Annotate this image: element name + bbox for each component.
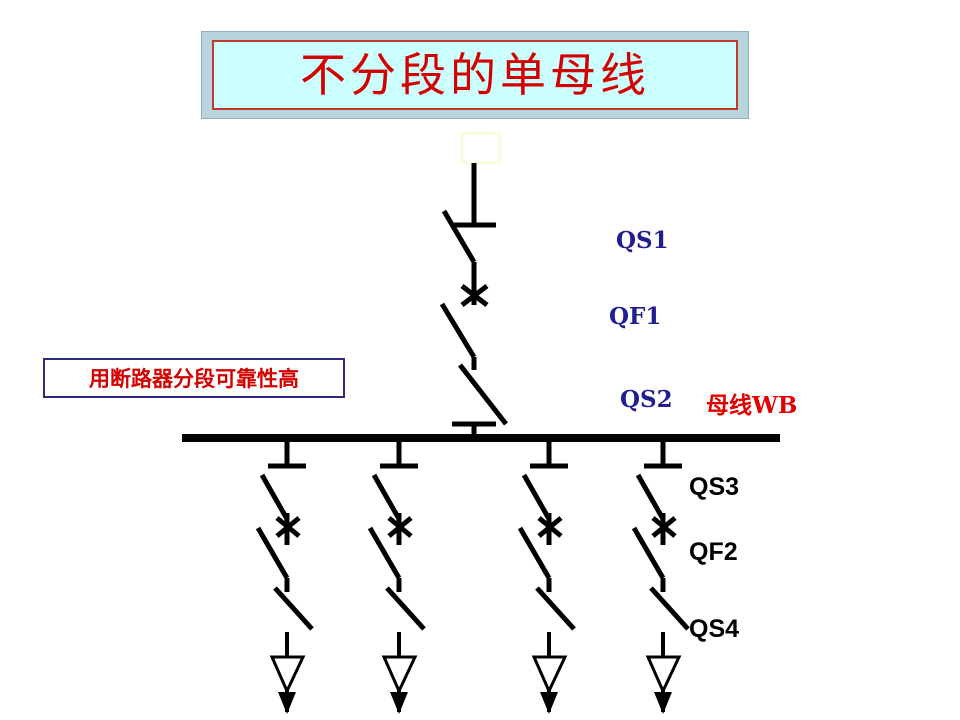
source-box [460,131,502,165]
qf2-breaker-cross-4 [651,516,677,538]
label-busbar-wb: 母线WB [706,392,798,419]
qs4-blade-3 [535,586,576,631]
label-qs3: QS3 [689,473,740,501]
page-title: 不分段的单母线 [300,48,650,102]
label-qs1: QS1 [616,227,669,254]
note-box-label: 用断路器分段可靠性高 [89,366,299,391]
feeder-arrowhead-4 [654,692,672,714]
load-triangle-4 [645,655,682,695]
feeder-arrowhead-3 [540,692,558,714]
qs4-blade-1 [273,586,314,631]
outgoing-feeder-2 [367,438,426,714]
incoming-feeder [439,131,508,441]
feeder-arrowhead-1 [278,692,296,714]
outgoing-feeder-1 [255,438,314,714]
qs4-blade-upper-3 [517,526,552,580]
label-qs4: QS4 [689,615,740,643]
label-qs2: QS2 [620,386,673,413]
qf2-breaker-cross-3 [537,516,563,538]
qs4-blade-2 [385,586,426,631]
feeder-arrowhead-2 [390,692,408,714]
qs3-blade-2 [371,473,402,521]
qf1-breaker-cross [460,284,489,307]
qs2-blade [458,363,508,426]
label-qf2: QF2 [689,538,738,566]
title-banner-inner: 不分段的单母线 [212,40,738,110]
qs2-blade-upper [439,302,477,359]
qs4-blade-upper-4 [631,526,666,580]
title-banner: 不分段的单母线 [201,31,749,119]
label-qf1: QF1 [609,303,662,330]
qs4-blade-upper-2 [367,526,402,580]
load-triangle-2 [381,655,418,695]
qs3-blade-4 [635,473,666,521]
qs4-blade-upper-1 [255,526,290,580]
load-triangle-3 [531,655,568,695]
outgoing-feeder-3 [517,438,576,714]
qs3-blade-1 [259,473,290,521]
load-triangle-1 [269,655,306,695]
outgoing-feeder-4 [631,438,690,714]
note-box: 用断路器分段可靠性高 [43,358,345,398]
qs1-blade [441,209,477,264]
qf2-breaker-cross-1 [275,516,301,538]
qs3-blade-3 [521,473,552,521]
qf2-breaker-cross-2 [387,516,413,538]
qs4-blade-4 [649,586,690,631]
